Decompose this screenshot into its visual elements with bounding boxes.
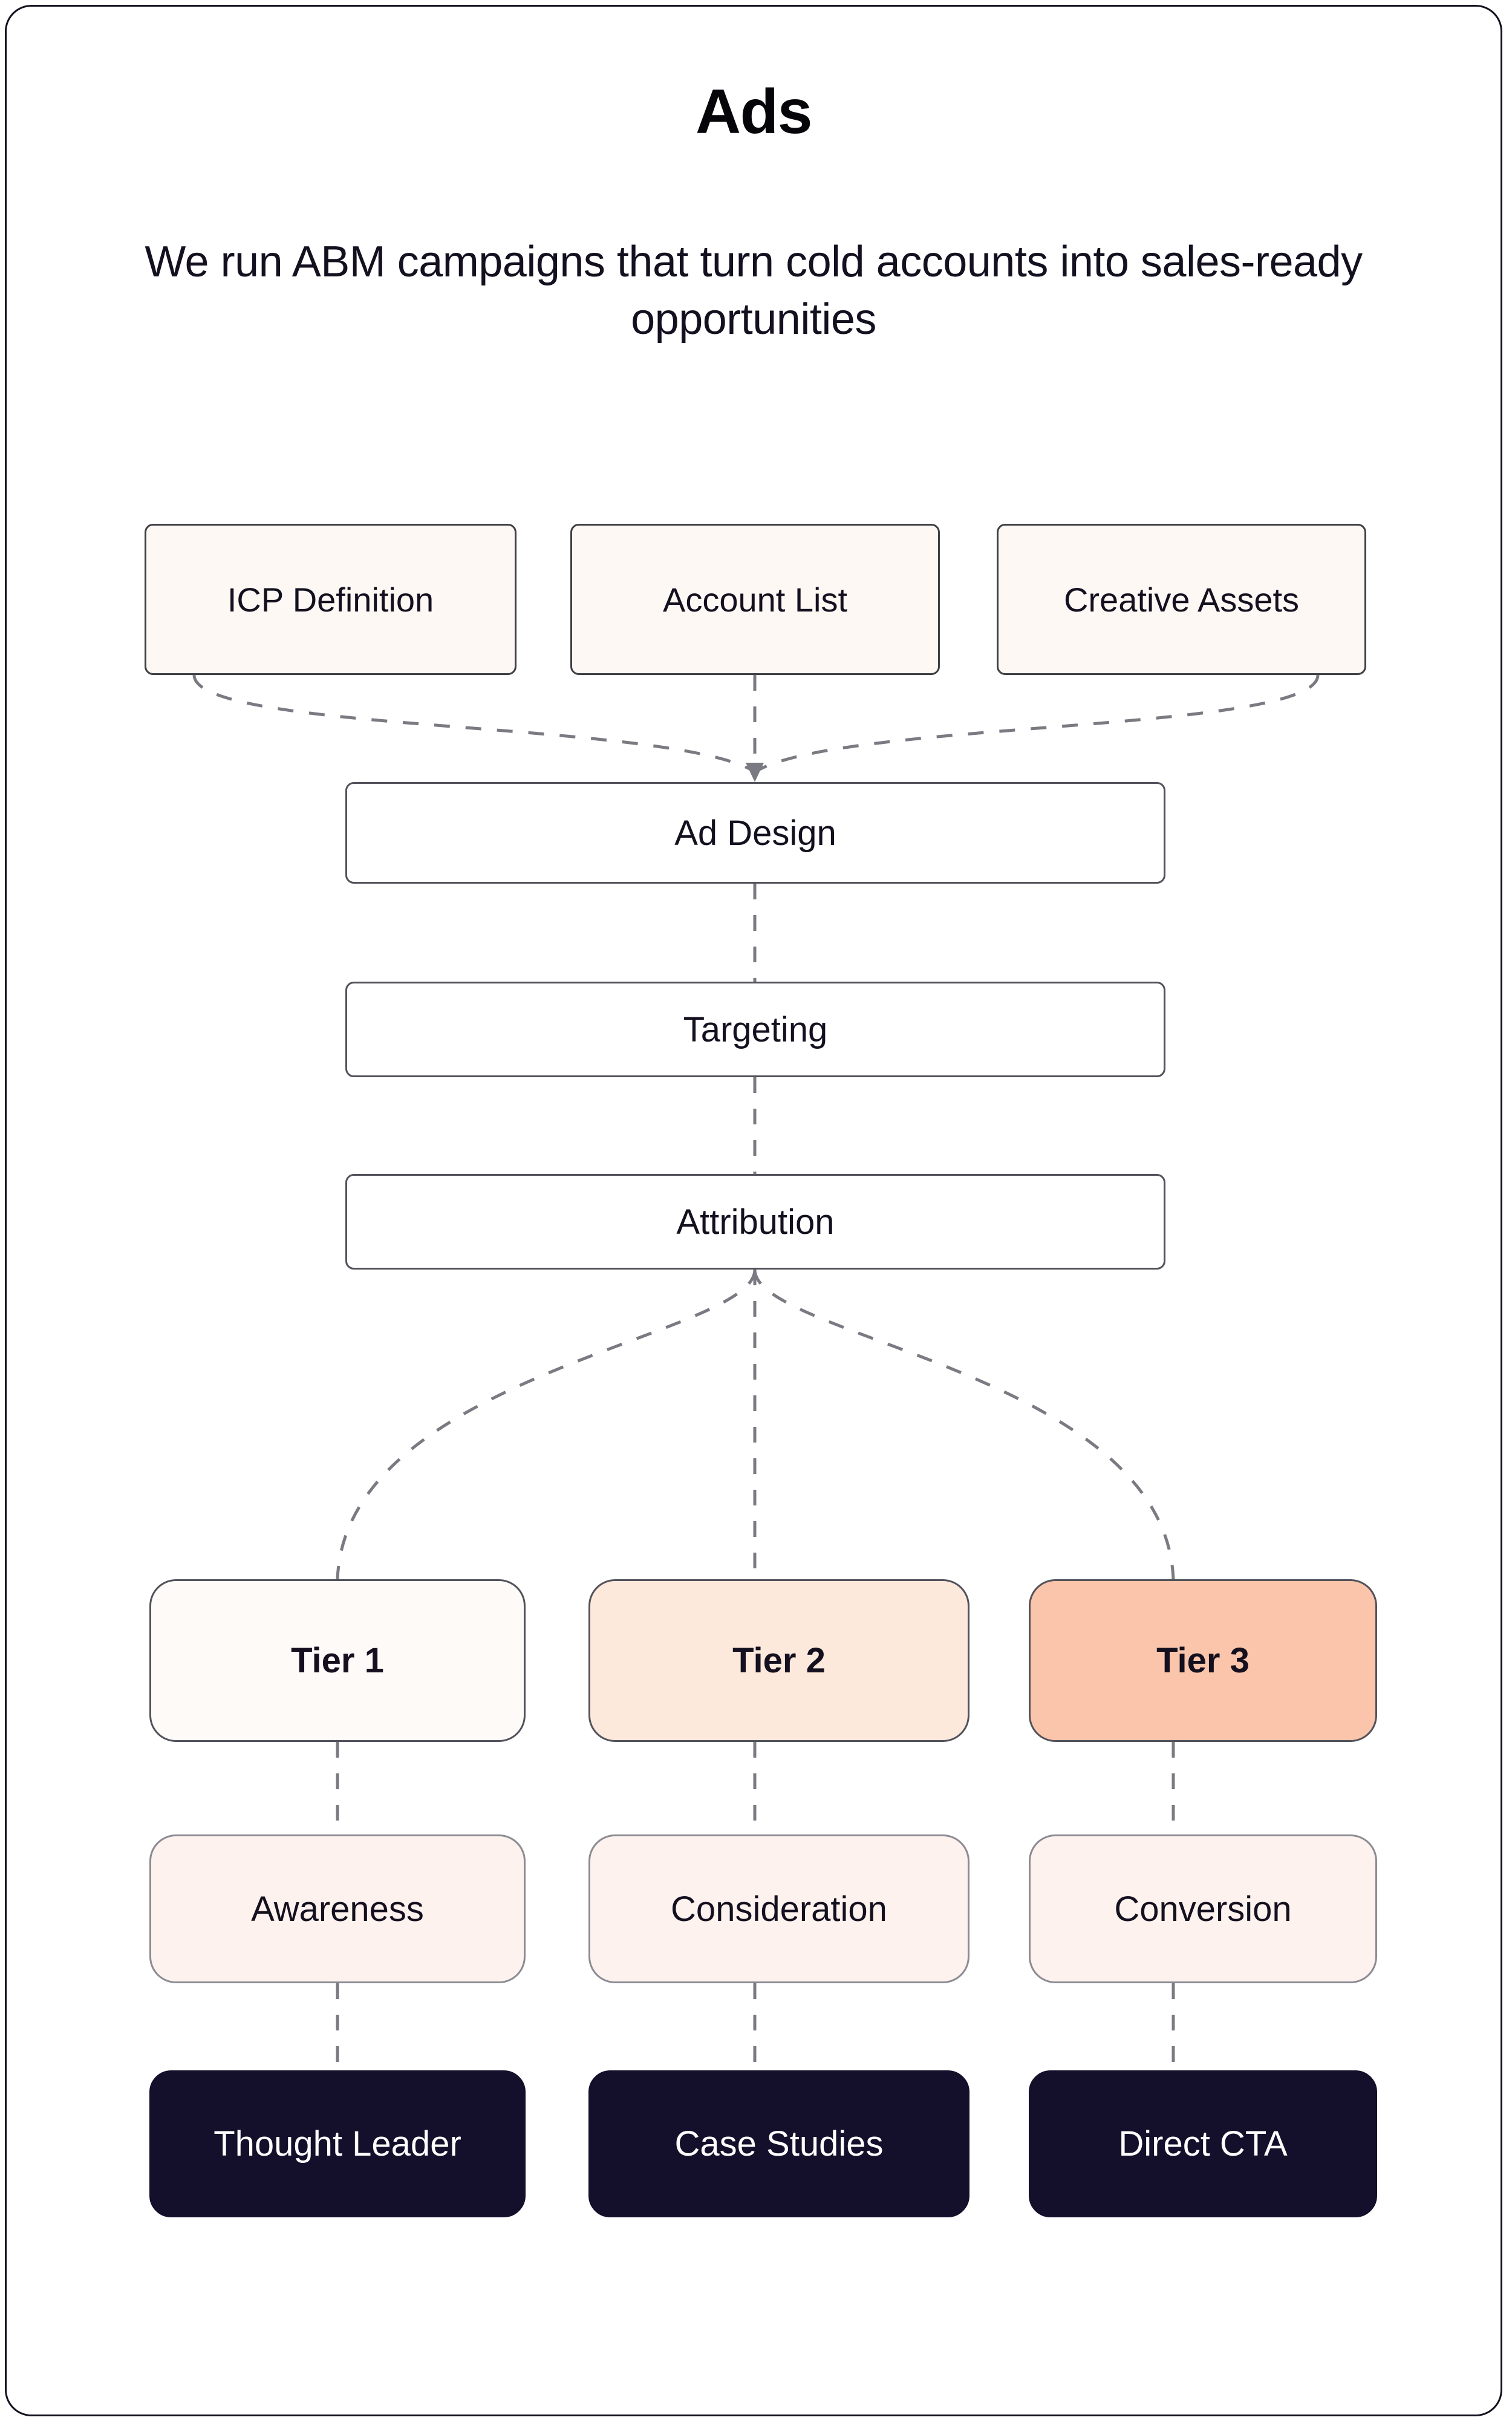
node-creative-assets[interactable]: Creative Assets bbox=[997, 524, 1366, 675]
node-label: Direct CTA bbox=[1118, 2124, 1288, 2164]
node-label: Thought Leader bbox=[213, 2124, 461, 2164]
arrowhead-ad-design bbox=[746, 763, 764, 782]
node-tier-1[interactable]: Tier 1 bbox=[149, 1579, 526, 1742]
edge-attribution-to-tier-3 bbox=[753, 1269, 1175, 1580]
edge-icp-to-ad-design bbox=[192, 674, 753, 772]
node-label: Ad Design bbox=[674, 813, 836, 853]
node-tier-2[interactable]: Tier 2 bbox=[588, 1579, 969, 1742]
ads-diagram-card: Ads We run ABM campaigns that turn cold … bbox=[5, 5, 1502, 2416]
node-targeting[interactable]: Targeting bbox=[345, 982, 1165, 1077]
node-label: Awareness bbox=[251, 1889, 424, 1929]
edge-attribution-to-tier-1 bbox=[336, 1269, 757, 1580]
page-subtitle: We run ABM campaigns that turn cold acco… bbox=[145, 238, 1363, 344]
node-conversion[interactable]: Conversion bbox=[1029, 1834, 1377, 1983]
node-label: Consideration bbox=[671, 1889, 887, 1929]
node-thought-leader[interactable]: Thought Leader bbox=[149, 2070, 526, 2217]
node-consideration[interactable]: Consideration bbox=[588, 1834, 969, 1983]
node-awareness[interactable]: Awareness bbox=[149, 1834, 526, 1983]
node-label: Tier 2 bbox=[732, 1641, 826, 1680]
node-direct-cta[interactable]: Direct CTA bbox=[1029, 2070, 1377, 2217]
node-label: Case Studies bbox=[674, 2124, 884, 2164]
node-case-studies[interactable]: Case Studies bbox=[588, 2070, 969, 2217]
node-label: Conversion bbox=[1114, 1889, 1292, 1929]
node-label: Account List bbox=[662, 580, 848, 619]
node-label: Tier 3 bbox=[1156, 1641, 1250, 1680]
node-icp-definition[interactable]: ICP Definition bbox=[145, 524, 516, 675]
node-tier-3[interactable]: Tier 3 bbox=[1029, 1579, 1377, 1742]
node-account-list[interactable]: Account List bbox=[570, 524, 940, 675]
page-title: Ads bbox=[696, 77, 812, 147]
edge-creative-to-ad-design bbox=[757, 674, 1320, 772]
node-ad-design[interactable]: Ad Design bbox=[345, 782, 1165, 884]
node-label: Creative Assets bbox=[1063, 580, 1300, 619]
node-label: Targeting bbox=[683, 1009, 828, 1049]
flowchart: ICP Definition Account List Creative Ass… bbox=[7, 7, 1501, 2415]
node-label: ICP Definition bbox=[227, 580, 434, 619]
node-label: Attribution bbox=[676, 1202, 835, 1242]
node-label: Tier 1 bbox=[291, 1641, 384, 1680]
node-attribution[interactable]: Attribution bbox=[345, 1174, 1165, 1270]
